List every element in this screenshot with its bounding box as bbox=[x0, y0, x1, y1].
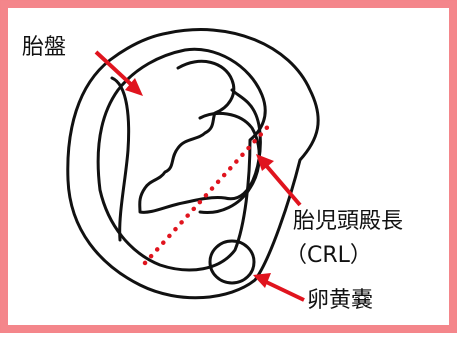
yolk-sac-arrow-shaft bbox=[262, 280, 304, 300]
placenta-boundary bbox=[112, 78, 129, 240]
crl-label: 胎児頭殿長 bbox=[293, 211, 403, 233]
fetus-outline bbox=[140, 61, 261, 212]
gestational-sac-outer bbox=[68, 30, 318, 298]
placenta-label: 胎盤 bbox=[22, 37, 66, 59]
crl-dotted-line bbox=[145, 122, 272, 263]
pink-border bbox=[4, 4, 453, 329]
yolk-sac-circle bbox=[210, 241, 254, 283]
yolk-sac-label: 卵黄嚢 bbox=[307, 290, 373, 312]
gestational-sac-inner bbox=[98, 49, 265, 270]
crl-abbreviation-label: （CRL） bbox=[285, 245, 372, 267]
